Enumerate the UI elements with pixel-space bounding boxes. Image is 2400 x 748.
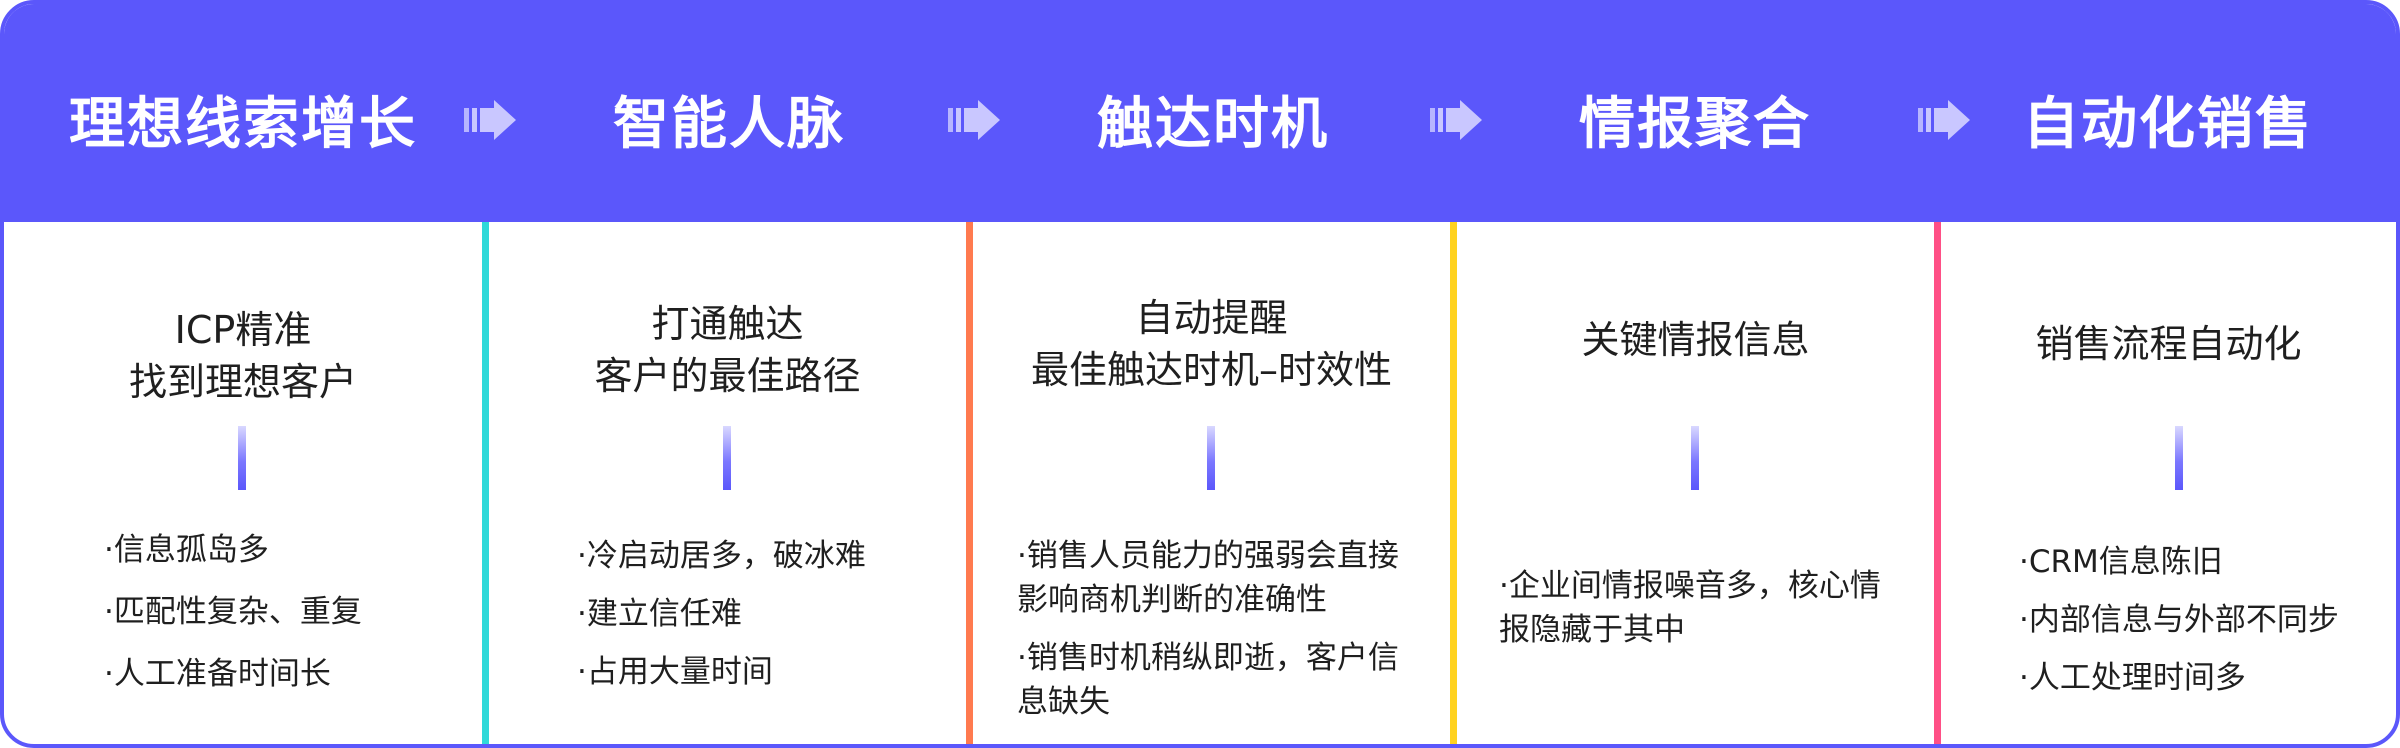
stage-heading-line: 最佳触达时机–时效性 bbox=[1030, 348, 1392, 392]
column-divider-orange bbox=[966, 222, 973, 744]
pain-point-item: ·占用大量时间 bbox=[577, 654, 773, 690]
stage-heading-2: 打通触达 客户的最佳路径 bbox=[489, 298, 966, 402]
pain-point-item: ·匹配性复杂、重复 bbox=[104, 594, 362, 630]
stage-heading-line: 关键情报信息 bbox=[1581, 318, 1810, 362]
gradient-connector-bar bbox=[723, 426, 731, 490]
gradient-connector-bar bbox=[1207, 426, 1215, 490]
stage-header-bar: 理想线索增长 智能人脉 触达时机 情报聚合 自动化销售 bbox=[4, 4, 2396, 222]
arrow-right-icon bbox=[948, 100, 1000, 140]
pain-point-list-5: ·CRM信息陈旧 ·内部信息与外部不同步 ·人工处理时间多 bbox=[2019, 540, 2339, 700]
pain-point-list-3: ·销售人员能力的强弱会直接 影响商机判断的准确性 ·销售时机稍纵即逝，客户信 息… bbox=[1017, 534, 1399, 724]
stage-heading-line: 找到理想客户 bbox=[128, 360, 357, 404]
stage-heading-line: 自动提醒 bbox=[1135, 296, 1288, 340]
stage-title-4: 情报聚合 bbox=[1579, 91, 1811, 157]
stage-title-5: 自动化销售 bbox=[2023, 91, 2313, 157]
stage-heading-1: ICP精准 找到理想客户 bbox=[4, 304, 482, 408]
stage-column-1: ICP精准 找到理想客户 ·信息孤岛多 ·匹配性复杂、重复 ·人工准备时间长 bbox=[4, 222, 482, 744]
column-divider-pink bbox=[1934, 222, 1941, 744]
stage-title-1: 理想线索增长 bbox=[69, 91, 417, 157]
arrow-right-icon bbox=[1430, 100, 1482, 140]
gradient-connector-bar bbox=[238, 426, 246, 490]
arrow-right-icon bbox=[1918, 100, 1970, 140]
stage-heading-5: 销售流程自动化 bbox=[1941, 318, 2396, 370]
pain-point-item: ·人工准备时间长 bbox=[104, 656, 331, 692]
pain-point-item: 息缺失 bbox=[1017, 684, 1110, 720]
pain-point-item: ·企业间情报噪音多，核心情 bbox=[1499, 568, 1881, 604]
stage-heading-3: 自动提醒 最佳触达时机–时效性 bbox=[973, 292, 1450, 396]
stage-heading-line: 销售流程自动化 bbox=[2035, 322, 2302, 366]
pain-point-list-1: ·信息孤岛多 ·匹配性复杂、重复 ·人工准备时间长 bbox=[104, 528, 362, 696]
stage-heading-line: 客户的最佳路径 bbox=[594, 354, 861, 398]
column-divider-cyan bbox=[482, 222, 489, 744]
pain-point-item: 影响商机判断的准确性 bbox=[1017, 582, 1327, 618]
arrow-right-icon bbox=[464, 100, 516, 140]
pain-point-item: ·建立信任难 bbox=[577, 596, 742, 632]
stage-heading-4: 关键情报信息 bbox=[1457, 314, 1934, 366]
stage-column-2: 打通触达 客户的最佳路径 ·冷启动居多，破冰难 ·建立信任难 ·占用大量时间 bbox=[489, 222, 966, 744]
pain-point-item: ·内部信息与外部不同步 bbox=[2019, 602, 2339, 638]
stage-column-4: 关键情报信息 ·企业间情报噪音多，核心情 报隐藏于其中 bbox=[1457, 222, 1934, 744]
pain-point-item: ·销售人员能力的强弱会直接 bbox=[1017, 538, 1399, 574]
column-divider-yellow bbox=[1450, 222, 1457, 744]
pain-point-item: ·人工处理时间多 bbox=[2019, 660, 2246, 696]
gradient-connector-bar bbox=[1691, 426, 1699, 490]
pain-point-item: ·信息孤岛多 bbox=[104, 532, 269, 568]
pain-point-item: ·销售时机稍纵即逝，客户信 bbox=[1017, 640, 1399, 676]
stage-title-2: 智能人脉 bbox=[613, 91, 845, 157]
pain-point-item: ·冷启动居多，破冰难 bbox=[577, 538, 866, 574]
pain-point-item: 报隐藏于其中 bbox=[1499, 612, 1685, 648]
stage-heading-line: 打通触达 bbox=[651, 302, 804, 346]
pain-point-list-4: ·企业间情报噪音多，核心情 报隐藏于其中 bbox=[1499, 564, 1881, 652]
stage-column-3: 自动提醒 最佳触达时机–时效性 ·销售人员能力的强弱会直接 影响商机判断的准确性… bbox=[973, 222, 1450, 744]
stage-title-3: 触达时机 bbox=[1097, 91, 1329, 157]
stage-column-5: 销售流程自动化 ·CRM信息陈旧 ·内部信息与外部不同步 ·人工处理时间多 bbox=[1941, 222, 2396, 744]
gradient-connector-bar bbox=[2175, 426, 2183, 490]
stage-heading-line: ICP精准 bbox=[174, 308, 312, 352]
pain-point-list-2: ·冷启动居多，破冰难 ·建立信任难 ·占用大量时间 bbox=[577, 534, 866, 694]
pain-point-item: ·CRM信息陈旧 bbox=[2019, 544, 2223, 580]
